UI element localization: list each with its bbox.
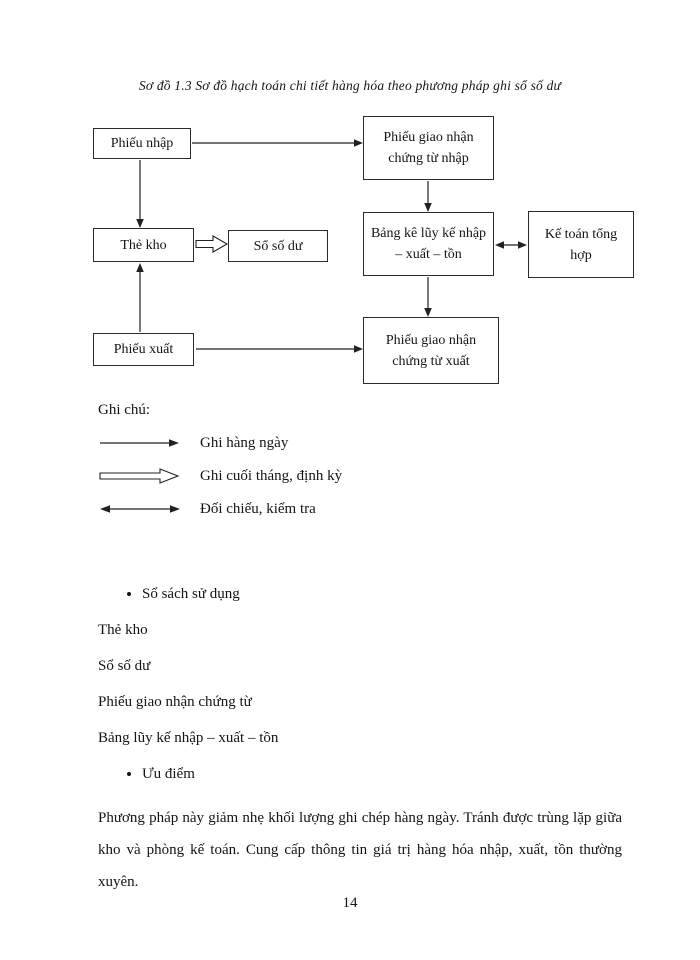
- flow-box-phieu-xuat: Phiếu xuất: [93, 333, 194, 366]
- legend-label: Ghi cuối tháng, định kỳ: [200, 467, 343, 484]
- legend: Ghi chú: Ghi hàng ngày Ghi cuối tháng, đ…: [98, 402, 342, 532]
- bullet-uu-diem: Ưu điểm: [142, 756, 622, 792]
- solid-arrow-icon: [98, 435, 186, 451]
- arrow-phieu-xuat-to-pgn-xuat-icon: [196, 345, 363, 353]
- diagram-caption: Sơ đồ 1.3 Sơ đồ hạch toán chi tiết hàng …: [138, 78, 562, 93]
- page-number: 14: [342, 895, 358, 911]
- list-item-phieu-giao-nhan: Phiếu giao nhận chứng từ: [98, 694, 252, 710]
- legend-heading: Ghi chú:: [98, 402, 151, 418]
- legend-label: Đối chiếu, kiểm tra: [200, 500, 316, 517]
- legend-item-monthly: Ghi cuối tháng, định kỳ: [98, 466, 342, 486]
- body-content: Sổ sách sử dụng Thẻ kho Sổ số dư Phiếu g…: [98, 576, 622, 898]
- flow-box-ke-toan-tong-hop: Kế toán tổng hợp: [528, 211, 634, 278]
- arrow-phieu-xuat-to-the-kho-icon: [136, 263, 144, 332]
- legend-item-daily: Ghi hàng ngày: [98, 433, 342, 453]
- legend-label: Ghi hàng ngày: [200, 434, 289, 451]
- flow-box-so-so-du: Sổ số dư: [228, 230, 328, 262]
- list-item-the-kho: Thẻ kho: [98, 622, 148, 638]
- double-arrow-bang-ke-ke-toan-icon: [495, 241, 527, 249]
- section-books-used: Sổ sách sử dụng: [98, 576, 622, 612]
- advantages-paragraph: Phương pháp này giảm nhẹ khối lượng ghi …: [98, 810, 622, 890]
- flow-box-phieu-giao-nhan-xuat: Phiếu giao nhận chứng từ xuất: [363, 317, 499, 384]
- arrow-phieu-nhap-to-pgn-nhap-icon: [192, 139, 363, 147]
- double-arrow-icon: [98, 501, 186, 517]
- flow-box-the-kho: Thẻ kho: [93, 228, 194, 262]
- list-item-so-so-du: Sổ số dư: [98, 658, 151, 674]
- legend-item-reconcile: Đối chiếu, kiểm tra: [98, 499, 342, 519]
- list-item-bang-luy-ke: Bảng lũy kế nhập – xuất – tồn: [98, 730, 279, 746]
- arrow-phieu-nhap-to-the-kho-icon: [136, 160, 144, 228]
- flow-box-phieu-giao-nhan-nhap: Phiếu giao nhận chứng từ nhập: [363, 116, 494, 180]
- bullet-so-sach-su-dung: Sổ sách sử dụng: [142, 576, 622, 612]
- flow-box-bang-ke-luy-ke: Bảng kê lũy kế nhập – xuất – tồn: [363, 212, 494, 276]
- hollow-arrow-icon: [98, 468, 186, 484]
- arrow-bang-ke-to-pgn-xuat-icon: [424, 277, 432, 317]
- section-advantages: Ưu điểm: [98, 756, 622, 792]
- hollow-arrow-the-kho-to-so-so-du-icon: [195, 235, 229, 253]
- arrow-pgn-nhap-to-bang-ke-icon: [424, 181, 432, 212]
- flow-box-phieu-nhap: Phiếu nhập: [93, 128, 191, 159]
